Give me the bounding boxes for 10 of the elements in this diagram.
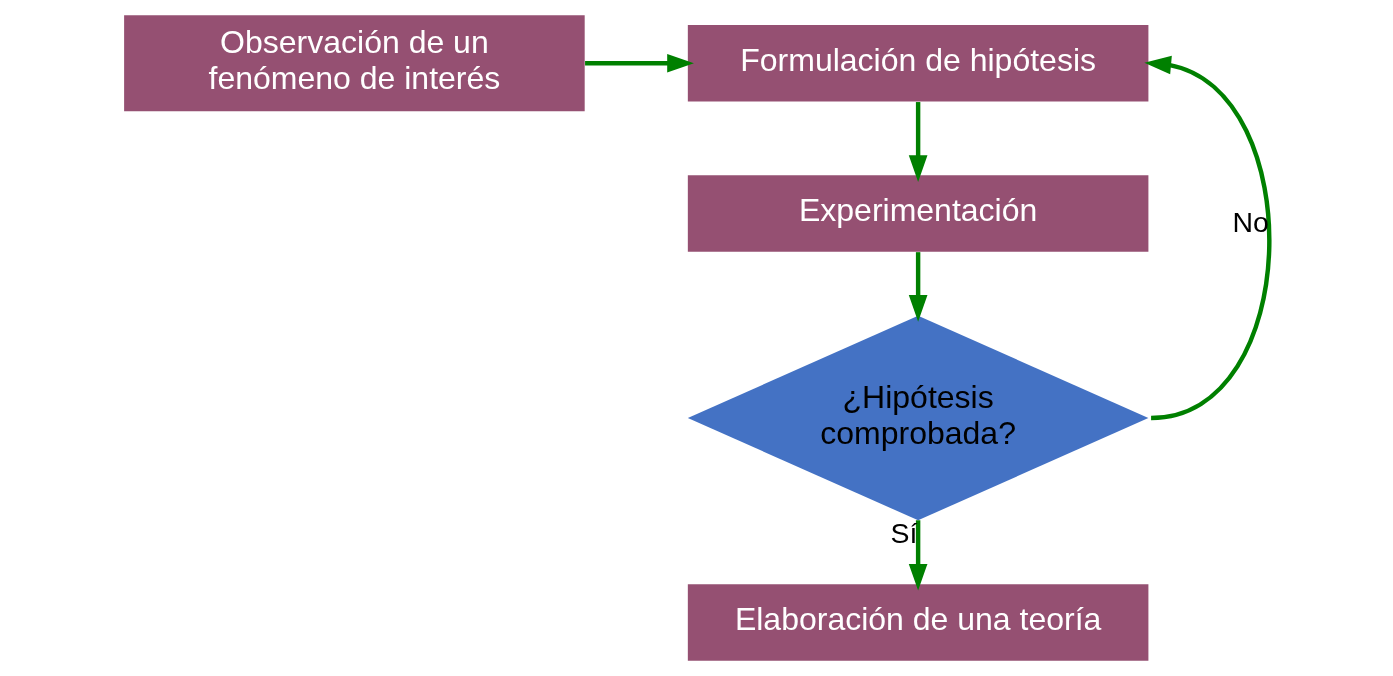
arrow: [908, 102, 927, 182]
arrow: [584, 53, 694, 73]
node-box: Elaboración de una teoría: [687, 584, 1148, 661]
arrow: [1143, 55, 1271, 421]
node-box: Experimentación: [687, 175, 1148, 252]
arrow: [908, 252, 927, 322]
node-box: Observación de un fenómeno de interés: [123, 15, 585, 112]
arrow: [908, 520, 927, 591]
node-box: Formulación de hipótesis: [687, 25, 1148, 102]
node-diamond: ¿Hipótesis comprobada?: [687, 315, 1148, 521]
